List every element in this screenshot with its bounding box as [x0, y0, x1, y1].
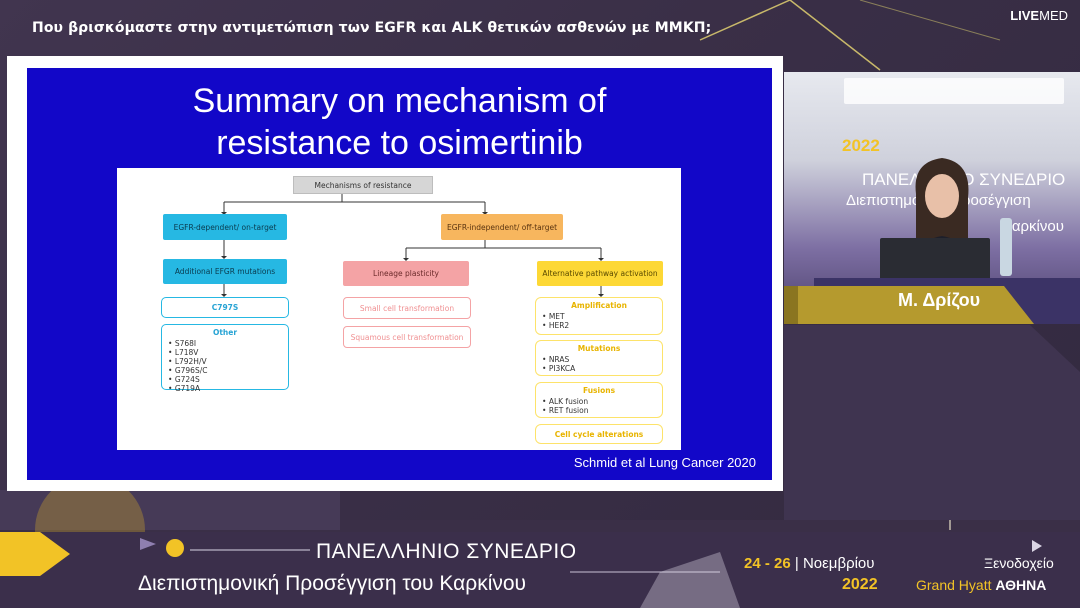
node-additional-egfr-mutations: Additional EFGR mutations — [163, 259, 287, 284]
resistance-diagram: Mechanisms of resistance EGFR-dependent/… — [117, 168, 681, 450]
speaker-name: Μ. Δρίζου — [898, 290, 981, 310]
list-item: MET — [542, 312, 565, 321]
page-title: Που βρισκόμαστε στην αντιμετώπιση των EG… — [32, 20, 712, 36]
video-banner-subtext-2: Καρκίνου — [1002, 218, 1064, 235]
node-fusions: Fusions ALK fusion RET fusion — [535, 382, 663, 418]
list-item: HER2 — [542, 321, 569, 330]
list-item: NRAS — [542, 355, 569, 364]
video-year: 2022 — [842, 136, 880, 155]
list-item: G796S/C — [168, 366, 208, 375]
node-egfr-dependent: EGFR-dependent/ on-target — [163, 214, 287, 240]
slide-citation: Schmid et al Lung Cancer 2020 — [573, 455, 756, 470]
node-squamous-cell-transformation: Squamous cell transformation — [343, 326, 471, 348]
node-amplification: Amplification MET HER2 — [535, 297, 663, 335]
footer-venue-label: Ξενοδοχείο — [984, 555, 1054, 571]
list-item: L718V — [168, 348, 199, 357]
presentation-slide: Summary on mechanism of resistance to os… — [27, 68, 772, 480]
brand-logo: LIVEMED — [1010, 8, 1068, 23]
other-heading: Other — [212, 328, 238, 337]
footer-dates: 24 - 26 | Νοεμβρίου — [744, 555, 875, 572]
mutations-heading: Mutations — [577, 344, 621, 353]
footer-subtitle: Διεπιστημονική Προσέγγιση του Καρκίνου — [138, 572, 527, 595]
footer-decoration — [0, 532, 1042, 608]
list-item: RET fusion — [542, 406, 589, 415]
node-alternative-pathway-activation: Alternative pathway activation — [537, 261, 663, 286]
sponsor-logos — [844, 78, 1064, 104]
laptop — [880, 238, 990, 280]
speaker-video: 2022 ΠΑΝΕΛΛΗΝΙΟ ΣΥΝΕΔΡΙΟ Διεπιστημονική … — [784, 72, 1080, 324]
list-item: ALK fusion — [542, 397, 588, 406]
footer-year: 2022 — [842, 576, 878, 593]
node-lineage-plasticity: Lineage plasticity — [343, 261, 469, 286]
node-mechanisms-of-resistance: Mechanisms of resistance — [293, 176, 433, 194]
node-cell-cycle-alterations: Cell cycle alterations — [535, 424, 663, 444]
node-other-mutations: Other S768I L718V L792H/V G796S/C G724S … — [161, 324, 289, 393]
amplification-heading: Amplification — [571, 301, 627, 310]
water-bottle — [1000, 218, 1012, 276]
slide-title-line1: Summary on mechanism of — [192, 82, 607, 120]
list-item: PI3KCA — [542, 364, 575, 373]
diagram-connectors — [221, 194, 604, 297]
list-item: S768I — [168, 339, 196, 348]
slide-title-line2: resistance to osimertinib — [216, 124, 583, 162]
footer-title: ΠΑΝΕΛΛΗΝΙΟ ΣΥΝΕΔΡΙΟ — [316, 540, 577, 563]
slide-title: Summary on mechanism of resistance to os… — [27, 80, 772, 164]
node-egfr-independent: EGFR-independent/ off-target — [441, 214, 563, 240]
list-item: L792H/V — [168, 357, 207, 366]
node-small-cell-transformation: Small cell transformation — [343, 297, 471, 319]
presentation-slide-frame: Summary on mechanism of resistance to os… — [7, 56, 783, 491]
list-item: G719A — [168, 384, 200, 393]
fusions-heading: Fusions — [582, 386, 616, 395]
list-item: G724S — [168, 375, 200, 384]
speaker-name-plate — [784, 286, 1034, 324]
node-mutations: Mutations NRAS PI3KCA — [535, 340, 663, 376]
node-c797s: C797S — [161, 297, 289, 318]
footer-venue: Grand Hyatt ΑΘΗΝΑ — [916, 577, 1047, 593]
